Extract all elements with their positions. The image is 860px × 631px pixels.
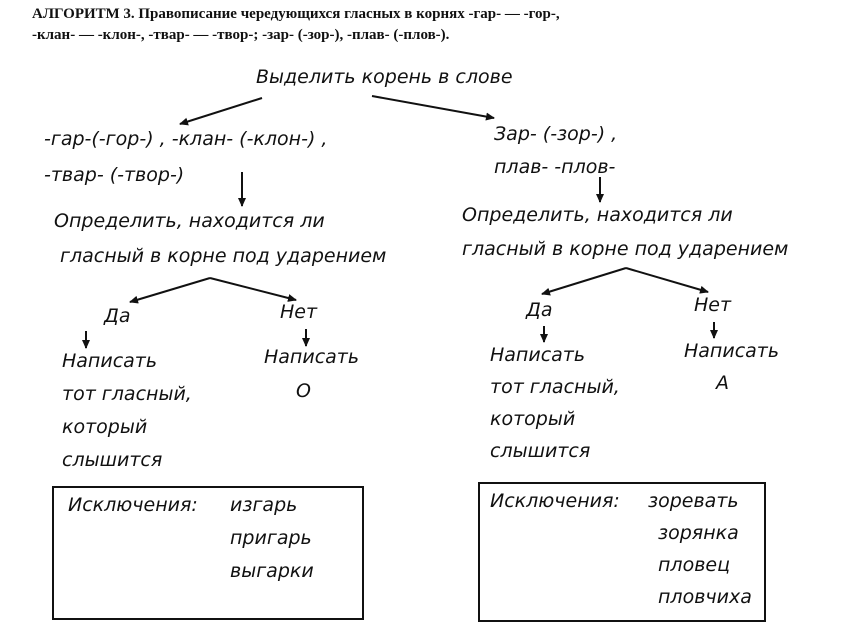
right-yes-action-line2: тот гласный, [490,376,620,398]
right-exception-item: зорянка [658,522,739,544]
arrow-right-determine-to-yes [541,267,627,296]
arrow-right-determine-to-no [625,267,709,294]
left-exception-item: изгарь [230,494,298,516]
right-no-action-vowel: А [716,372,729,394]
left-determine-line1: Определить, находится ли [54,210,325,232]
arrow-left-determine-to-no [209,277,297,302]
left-roots-line1: -гар-(-гор-) , -клан- (-клон-) , [44,128,328,150]
arrow-root-to-right [371,95,495,121]
left-no-action-vowel: О [296,380,311,402]
right-roots-line2: плав- -плов- [494,156,616,178]
right-exceptions-box: Исключения: зоревать зорянка пловец плов… [478,482,766,622]
right-determine-line1: Определить, находится ли [462,204,733,226]
left-exception-item: пригарь [230,527,312,549]
left-yes-action-line4: слышится [62,449,163,471]
right-exception-item: зоревать [648,490,739,512]
algorithm-title-line1: АЛГОРИТМ 3. Правописание чередующихся гл… [32,6,560,22]
left-yes-action-line3: который [62,416,148,438]
algorithm-title-line2: -клан- — -клон-, -твар- — -твор-; -зар- … [32,27,450,43]
right-exception-item: пловец [658,554,731,576]
right-no-action-line1: Написать [684,340,780,362]
left-exceptions-box: Исключения: изгарь пригарь выгарки [52,486,364,620]
right-exceptions-label: Исключения: [490,490,620,512]
left-no-action-line1: Написать [264,346,360,368]
root-step: Выделить корень в слове [256,66,513,88]
left-exception-item: выгарки [230,560,314,582]
right-yes-action-line3: который [490,408,576,430]
right-roots-line1: Зар- (-зор-) , [494,123,618,145]
right-yes: Да [526,299,553,321]
right-yes-action-line1: Написать [490,344,586,366]
right-no: Нет [694,294,732,316]
left-determine-line2: гласный в корне под ударением [60,245,387,267]
left-yes-action-line1: Написать [62,350,158,372]
left-yes: Да [104,305,131,327]
left-no: Нет [280,301,318,323]
right-determine-line2: гласный в корне под ударением [462,238,789,260]
right-exception-item: пловчиха [658,586,752,608]
left-exceptions-label: Исключения: [68,494,198,516]
right-yes-action-line4: слышится [490,440,591,462]
arrow-left-determine-to-yes [129,277,211,304]
left-roots-line2: -твар- (-твор-) [44,164,185,186]
left-yes-action-line2: тот гласный, [62,383,192,405]
arrow-root-to-left [179,97,263,126]
